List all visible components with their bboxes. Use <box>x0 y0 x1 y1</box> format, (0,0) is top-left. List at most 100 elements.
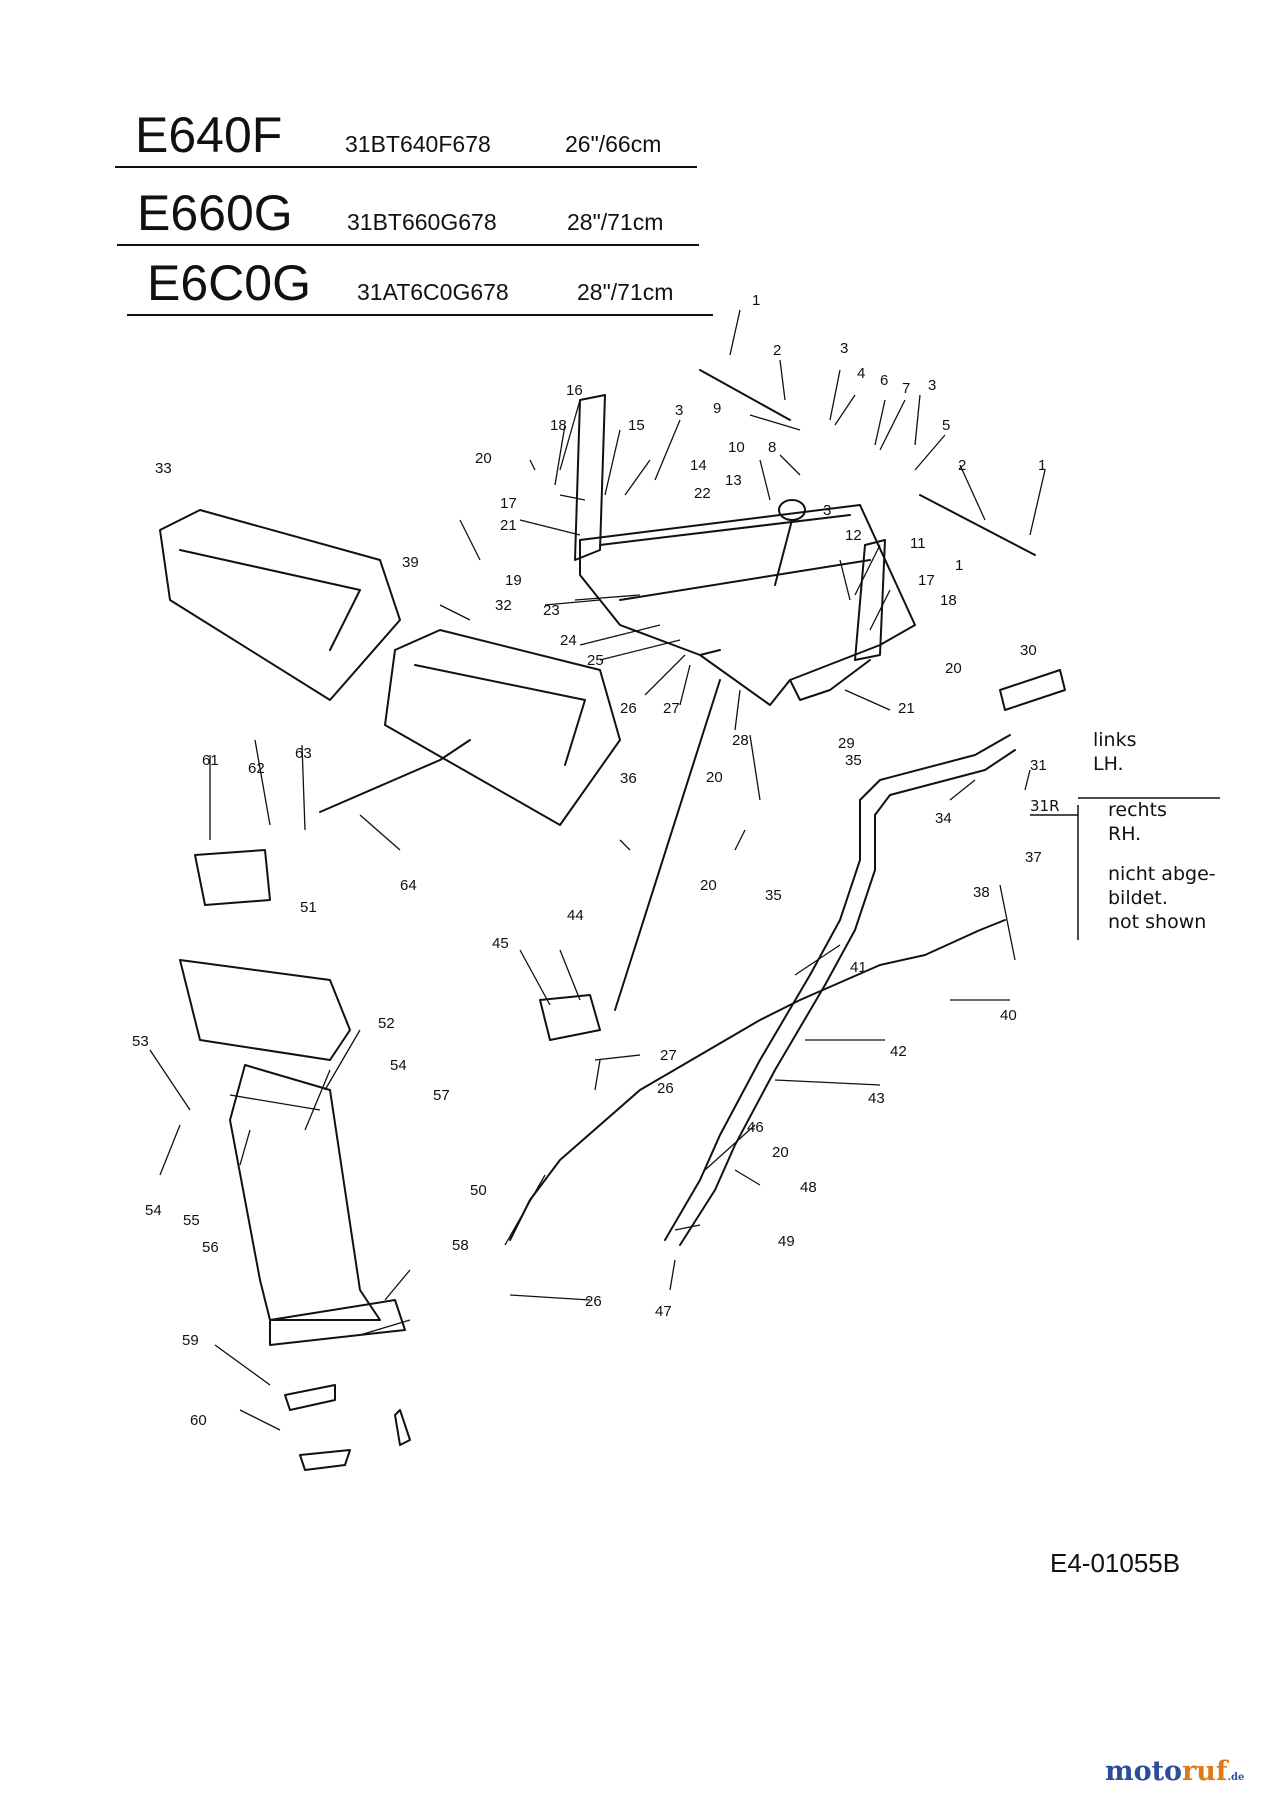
control-panel <box>579 504 916 706</box>
part-label: 26 <box>620 700 637 717</box>
chute-keeper <box>284 1384 336 1411</box>
divider <box>127 314 713 316</box>
part-label: 40 <box>1000 1007 1017 1024</box>
model-name: E640F <box>135 107 283 163</box>
part-label: 26 <box>585 1293 602 1310</box>
model-row: E660G 31BT660G678 28"/71cm <box>117 185 707 246</box>
part-label: 35 <box>765 887 782 904</box>
part-label: 15 <box>628 417 645 434</box>
model-size: 26"/66cm <box>565 131 662 157</box>
model-row: E6C0G 31AT6C0G678 28"/71cm <box>127 255 717 316</box>
model-code: 31BT640F678 <box>345 131 491 157</box>
part-label: 20 <box>945 660 962 677</box>
part-label: 13 <box>725 472 742 489</box>
side-note-ref: 31R <box>1030 794 1060 818</box>
part-label: 3 <box>675 402 683 419</box>
model-row: E640F 31BT640F678 26"/66cm <box>115 107 705 168</box>
side-note-not-shown: nicht abge- bildet. not shown <box>1108 862 1216 934</box>
part-label: 57 <box>433 1087 450 1104</box>
model-name: E6C0G <box>147 255 311 311</box>
part-label: 20 <box>700 877 717 894</box>
part-label: 28 <box>732 732 749 749</box>
model-size: 28"/71cm <box>577 279 674 305</box>
chute-cover-right <box>384 629 621 826</box>
side-note-line: not shown <box>1108 911 1207 933</box>
part-label: 29 <box>838 735 855 752</box>
part-label: 19 <box>505 572 522 589</box>
part-label: 48 <box>800 1179 817 1196</box>
part-label: 54 <box>145 1202 162 1219</box>
part-label: 64 <box>400 877 417 894</box>
parts-drawing <box>159 369 1066 1471</box>
part-label: 41 <box>850 959 867 976</box>
part-label: 21 <box>898 700 915 717</box>
part-label: 6 <box>880 372 888 389</box>
part-label: 42 <box>890 1043 907 1060</box>
part-label: 35 <box>845 752 862 769</box>
part-label: 14 <box>690 457 707 474</box>
part-label: 43 <box>868 1090 885 1107</box>
part-label: 17 <box>918 572 935 589</box>
part-label: 53 <box>132 1033 149 1050</box>
side-note-line: LH. <box>1093 753 1124 775</box>
side-note-left: links LH. <box>1093 728 1137 776</box>
model-size: 28"/71cm <box>567 209 664 235</box>
part-label: 21 <box>500 517 517 534</box>
part-label: 38 <box>973 884 990 901</box>
part-label: 54 <box>390 1057 407 1074</box>
side-note-line: nicht abge- <box>1108 863 1216 885</box>
part-label: 33 <box>155 460 172 477</box>
model-name: E660G <box>137 185 293 241</box>
part-label: 8 <box>768 439 776 456</box>
discharge-chute <box>179 959 351 1061</box>
right-bracket <box>854 539 886 661</box>
part-label: 51 <box>300 899 317 916</box>
shift-rod-right <box>919 494 1036 556</box>
part-label: 50 <box>470 1182 487 1199</box>
part-label: 5 <box>942 417 950 434</box>
brand-accent: ruf <box>1182 1756 1228 1787</box>
part-label: 10 <box>728 439 745 456</box>
part-label: 49 <box>778 1233 795 1250</box>
ref-label: 31R <box>1030 797 1060 815</box>
part-label: 3 <box>928 377 936 394</box>
chute-body <box>229 1064 381 1321</box>
part-label: 9 <box>713 400 721 417</box>
model-code: 31AT6C0G678 <box>357 279 509 305</box>
part-label: 52 <box>378 1015 395 1032</box>
part-label: 47 <box>655 1303 672 1320</box>
headlight <box>194 849 271 906</box>
part-label: 7 <box>902 380 910 397</box>
part-label: 1 <box>955 557 963 574</box>
part-label: 18 <box>940 592 957 609</box>
side-note-right: rechts RH. <box>1108 798 1167 846</box>
part-label: 2 <box>958 457 966 474</box>
part-label: 55 <box>183 1212 200 1229</box>
handle-grip <box>999 669 1066 711</box>
part-label: 59 <box>182 1332 199 1349</box>
part-label: 26 <box>657 1080 674 1097</box>
linkage-rod <box>614 679 721 1011</box>
brand-main: moto <box>1105 1756 1183 1787</box>
side-note-line: rechts <box>1108 799 1167 821</box>
part-label: 2 <box>773 342 781 359</box>
part-label: 45 <box>492 935 509 952</box>
drawing-number: E4-01055B <box>1050 1548 1181 1578</box>
part-label: 20 <box>706 769 723 786</box>
divider <box>115 166 697 168</box>
part-label: 60 <box>190 1412 207 1429</box>
part-label: 63 <box>295 745 312 762</box>
part-label: 23 <box>543 602 560 619</box>
part-label: 12 <box>845 527 862 544</box>
brand-logo: motoruf.de <box>1105 1756 1244 1787</box>
part-label: 20 <box>772 1144 789 1161</box>
model-code: 31BT660G678 <box>347 209 497 235</box>
part-label: 31 <box>1030 757 1047 774</box>
part-label: 34 <box>935 810 952 827</box>
part-label: 3 <box>840 340 848 357</box>
brand-suffix: .de <box>1227 1772 1245 1783</box>
part-label: 37 <box>1025 849 1042 866</box>
part-label: 4 <box>857 365 865 382</box>
part-label: 46 <box>747 1119 764 1136</box>
